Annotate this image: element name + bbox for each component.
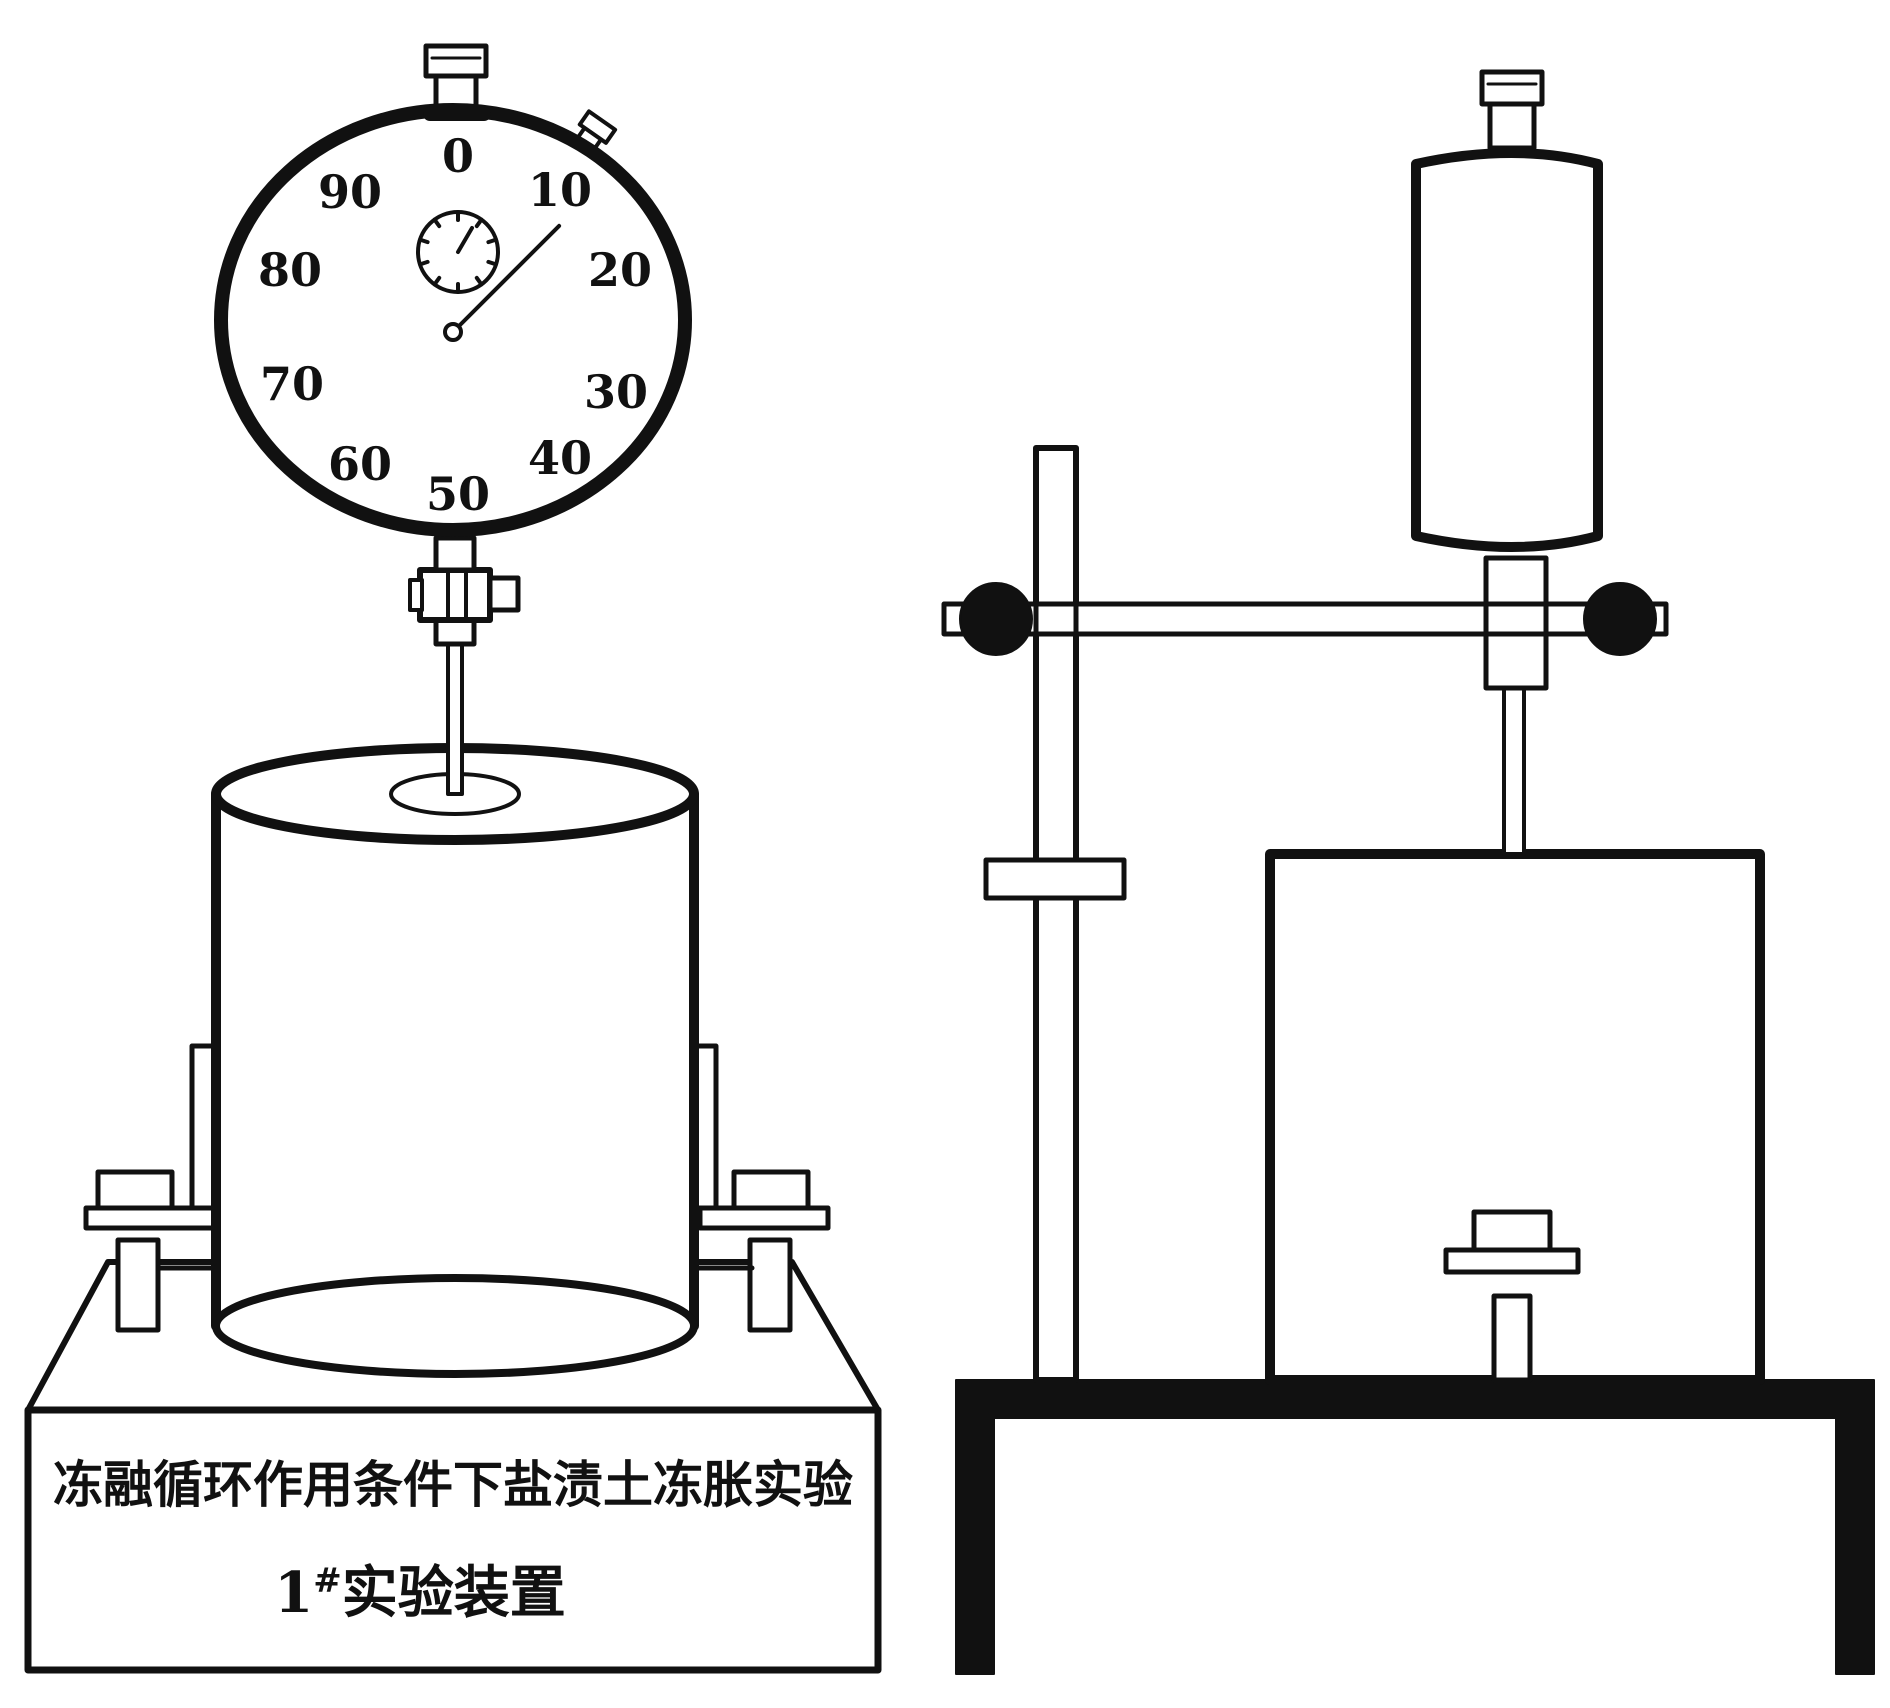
- cylinder-bottom-ellipse: [212, 1274, 698, 1378]
- stem-clamp-screw-left: [408, 578, 424, 612]
- chamber-box: [1265, 849, 1765, 1385]
- sensor-collar-mid: [1483, 601, 1549, 637]
- revolution-counter: [416, 210, 500, 294]
- table-top: [955, 1379, 1875, 1419]
- sub-dial-tick: [486, 259, 498, 267]
- base-label-title: 冻融循环作用条件下盐渍土冻胀实验: [53, 1455, 853, 1514]
- dial-gauge: 0 10 20 30 40 50 60 70 80 90: [214, 43, 692, 537]
- stand-collar: [983, 857, 1127, 901]
- sensor-neck: [1487, 101, 1537, 151]
- displacement-sensor: [1411, 69, 1603, 552]
- sensor-probe-rod: [1502, 686, 1526, 856]
- dial-scale-label: 30: [584, 365, 648, 419]
- left-apparatus: 冻融循环作用条件下盐渍土冻胀实验 1#实验装置: [24, 43, 882, 1674]
- sample-cylinder: [211, 743, 699, 1378]
- right-apparatus: [941, 69, 1875, 1675]
- stand-rod: [1033, 445, 1079, 1383]
- table-leg-left: [955, 1417, 995, 1675]
- stem-collar-upper: [433, 535, 477, 573]
- dial-scale-label: 20: [588, 243, 652, 297]
- table: [955, 1379, 1875, 1675]
- sub-dial-tick: [474, 217, 484, 229]
- sensor-cap: [1479, 69, 1545, 107]
- dial-scale-label: 70: [260, 357, 324, 411]
- chamber-bolt-washer: [1443, 1247, 1581, 1275]
- dial-scale-label: 80: [258, 243, 322, 297]
- arm-knob-left: [959, 582, 1033, 656]
- sub-dial-tick: [474, 275, 484, 287]
- arm-clamp-ring: [1033, 601, 1079, 637]
- base-label-device: 1#实验装置: [274, 1560, 565, 1626]
- stem-clamp-screw-right: [487, 575, 521, 613]
- right-clamp-bolt: [691, 1043, 831, 1333]
- bolt-stem: [747, 1237, 793, 1333]
- dial-pointer: [451, 223, 562, 334]
- stem-rod: [446, 642, 464, 796]
- dial-scale: 0 10 20 30 40 50 60 70 80 90: [258, 129, 652, 521]
- dial-top-cap: [423, 43, 489, 79]
- bolt-stem: [115, 1237, 161, 1333]
- bolt-washer: [697, 1205, 831, 1231]
- dial-pointer-hub: [443, 322, 463, 342]
- cylinder-body: [216, 794, 694, 1326]
- clamp-post: [189, 1043, 217, 1211]
- sensor-clamp: [1483, 555, 1549, 691]
- sub-dial-tick: [432, 275, 442, 287]
- arm-knob-right: [1583, 582, 1657, 656]
- sub-dial-tick: [418, 237, 430, 245]
- sensor-collar-lower: [1483, 631, 1549, 691]
- dial-scale-label: 90: [318, 165, 382, 219]
- dial-scale-label: 60: [328, 437, 392, 491]
- sub-dial-tick: [486, 237, 498, 245]
- bolt-head: [731, 1169, 811, 1211]
- sub-dial-hand: [456, 226, 474, 254]
- sub-dial-ticks: [418, 210, 498, 294]
- sensor-collar-upper: [1483, 555, 1549, 607]
- sub-dial-tick: [418, 259, 430, 267]
- dial-scale-label: 10: [528, 163, 592, 217]
- table-leg-right: [1835, 1417, 1875, 1675]
- chamber-bolt-stem: [1491, 1293, 1533, 1383]
- bolt-head: [95, 1169, 175, 1211]
- dial-scale-label: 50: [426, 467, 490, 521]
- base-box: [24, 1406, 882, 1674]
- sub-dial-tick: [432, 217, 442, 229]
- dial-stem: [408, 535, 521, 796]
- dial-scale-label: 0: [442, 129, 474, 183]
- chamber-bolt-head: [1471, 1209, 1553, 1253]
- sample-chamber: [1265, 849, 1765, 1385]
- stem-clamp-block: [417, 567, 493, 623]
- left-clamp-bolt: [83, 1043, 218, 1333]
- stem-collar-lower: [433, 617, 477, 647]
- dial-scale-label: 40: [528, 431, 592, 485]
- sensor-body: [1411, 148, 1603, 552]
- bolt-washer: [83, 1205, 217, 1231]
